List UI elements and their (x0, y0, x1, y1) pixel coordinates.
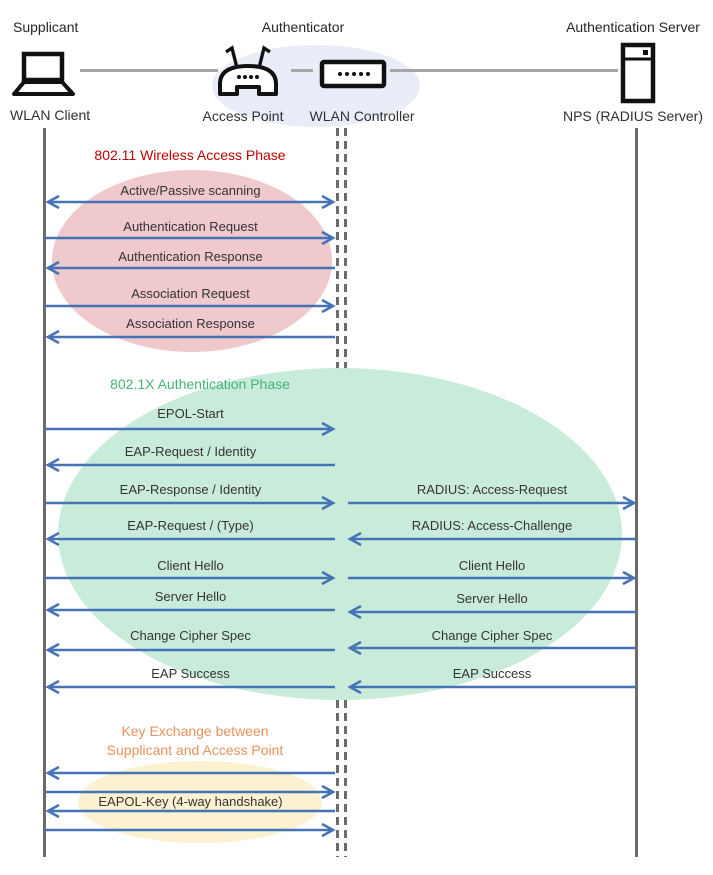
message-label: EAPOL-Key (4-way handshake) (98, 794, 283, 809)
message-label: RADIUS: Access-Challenge (411, 518, 573, 533)
message-arrow-left (45, 679, 335, 695)
message-arrow-left (45, 457, 335, 473)
access-point-icon (218, 45, 278, 96)
connector-line-client-ap (80, 69, 218, 72)
message-arrow-left (45, 531, 335, 547)
message-arrow-right (348, 495, 637, 511)
phase-ellipse-80211 (52, 170, 332, 352)
message-label: Association Request (131, 286, 250, 301)
message-label: Change Cipher Spec (431, 628, 553, 643)
message-arrow-left (45, 803, 335, 819)
message-label: Client Hello (157, 558, 224, 573)
message-arrow-both (45, 194, 336, 210)
message-label: EAP-Request / (Type) (127, 518, 254, 533)
message-arrow-right (46, 822, 336, 838)
message-arrow-right (46, 495, 336, 511)
message-arrow-left (347, 640, 636, 656)
role-authentication-server: Authentication Server (566, 19, 700, 35)
message-arrow-left (45, 602, 335, 618)
phase-title-key-exchange-line1: Key Exchange between (121, 723, 269, 739)
message-label: Server Hello (154, 589, 227, 604)
message-label: EAP-Response / Identity (119, 482, 262, 497)
wlan-controller-icon (319, 59, 387, 89)
connector-line-controller-server (390, 69, 618, 72)
message-label: Authentication Response (118, 249, 263, 264)
message-label: RADIUS: Access-Request (416, 482, 568, 497)
message-arrow-right (46, 570, 336, 586)
server-icon (620, 42, 656, 104)
message-label: Active/Passive scanning (120, 183, 261, 198)
message-label: Authentication Request (123, 219, 258, 234)
message-arrow-left (45, 329, 335, 345)
phase-ellipse-8021x (58, 368, 622, 700)
message-arrow-left (347, 679, 636, 695)
message-arrow-right (46, 230, 336, 246)
device-label-access-point: Access Point (202, 108, 284, 124)
phase-title-8021x: 802.1X Authentication Phase (110, 376, 290, 392)
message-arrow-right (348, 570, 637, 586)
message-label: EAP-Request / Identity (124, 444, 257, 459)
message-label: Client Hello (458, 558, 526, 573)
message-label: EPOL-Start (157, 406, 224, 421)
device-label-nps-radius-server: NPS (RADIUS Server) (562, 108, 704, 124)
message-label: Association Response (126, 316, 255, 331)
device-label-wlan-controller: WLAN Controller (309, 108, 415, 124)
message-label: Change Cipher Spec (130, 628, 251, 643)
message-arrow-right (46, 298, 336, 314)
phase-title-key-exchange-line2: Supplicant and Access Point (106, 742, 284, 758)
message-arrow-left (347, 531, 636, 547)
laptop-icon (12, 51, 75, 96)
message-arrow-right (46, 421, 336, 437)
message-label: EAP Success (452, 666, 532, 681)
message-arrow-left (45, 260, 335, 276)
lifeline-supplicant (43, 128, 46, 857)
message-arrow-right (46, 784, 336, 800)
message-arrow-left (347, 604, 636, 620)
connector-line-ap-controller (291, 69, 313, 72)
message-arrow-left (45, 642, 335, 658)
role-authenticator: Authenticator (261, 19, 345, 35)
phase-title-key-exchange: Key Exchange between Supplicant and Acce… (45, 722, 345, 760)
role-supplicant: Supplicant (13, 19, 79, 35)
message-label: Server Hello (456, 591, 528, 606)
message-arrow-left (45, 765, 335, 781)
phase-title-80211: 802.11 Wireless Access Phase (94, 147, 286, 163)
device-label-wlan-client: WLAN Client (10, 107, 91, 123)
lifeline-authentication-server (635, 128, 638, 857)
message-label: EAP Success (151, 666, 230, 681)
